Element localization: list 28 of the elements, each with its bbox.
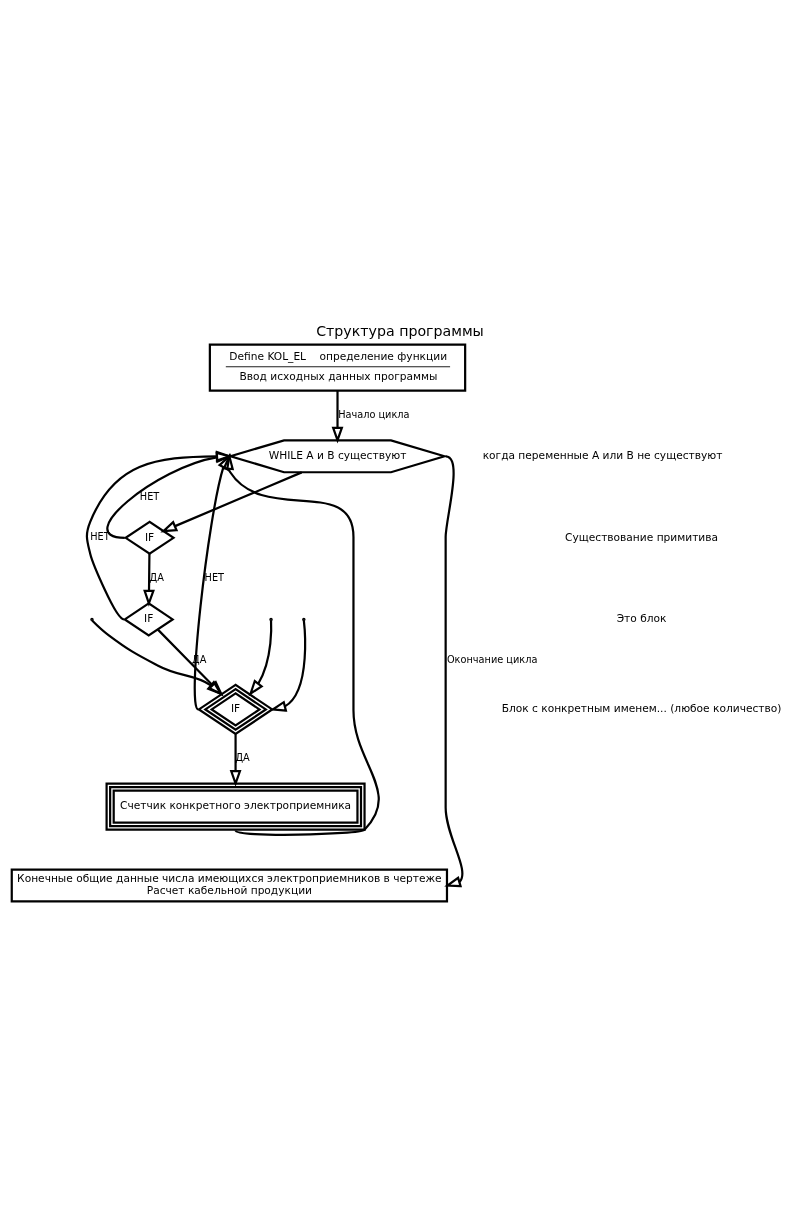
arrow <box>248 620 273 697</box>
node-diamond: IF <box>196 683 275 736</box>
arrow <box>193 453 231 711</box>
node-diamond: IF <box>123 520 176 556</box>
label: когда переменные A или B не существуют <box>482 449 723 463</box>
arrow <box>331 390 344 444</box>
arrow <box>269 620 307 712</box>
node-box: Define KOL_EL определение функции Ввод исходных данных программы <box>208 343 467 392</box>
arrow <box>143 553 155 607</box>
label: Блок с конкретным именем... (любое количество) <box>501 702 782 716</box>
arrow <box>91 619 224 697</box>
edge-label: НЕТ <box>204 572 225 584</box>
node-diamond: IF <box>122 602 175 637</box>
label: Это блок <box>616 612 667 626</box>
arrow <box>222 452 380 836</box>
arrow <box>160 471 303 533</box>
edge-label: НЕТ <box>139 490 160 502</box>
diagram-title: Структура программы <box>316 323 484 340</box>
edge-label: ДА <box>149 572 164 584</box>
edge-label: НЕТ <box>90 531 110 543</box>
node-box: Конечные общие данные числа имеющихся электроприемников в чертеже Расчет кабельной продукции <box>10 868 449 903</box>
arrow <box>229 734 242 787</box>
arrow <box>85 450 233 621</box>
edge-label: Окончание цикла <box>446 653 538 665</box>
label: Существование примитива <box>565 530 719 544</box>
arrow <box>156 628 224 697</box>
arrow <box>106 451 233 539</box>
edge-label: Начало цикла <box>338 408 410 420</box>
